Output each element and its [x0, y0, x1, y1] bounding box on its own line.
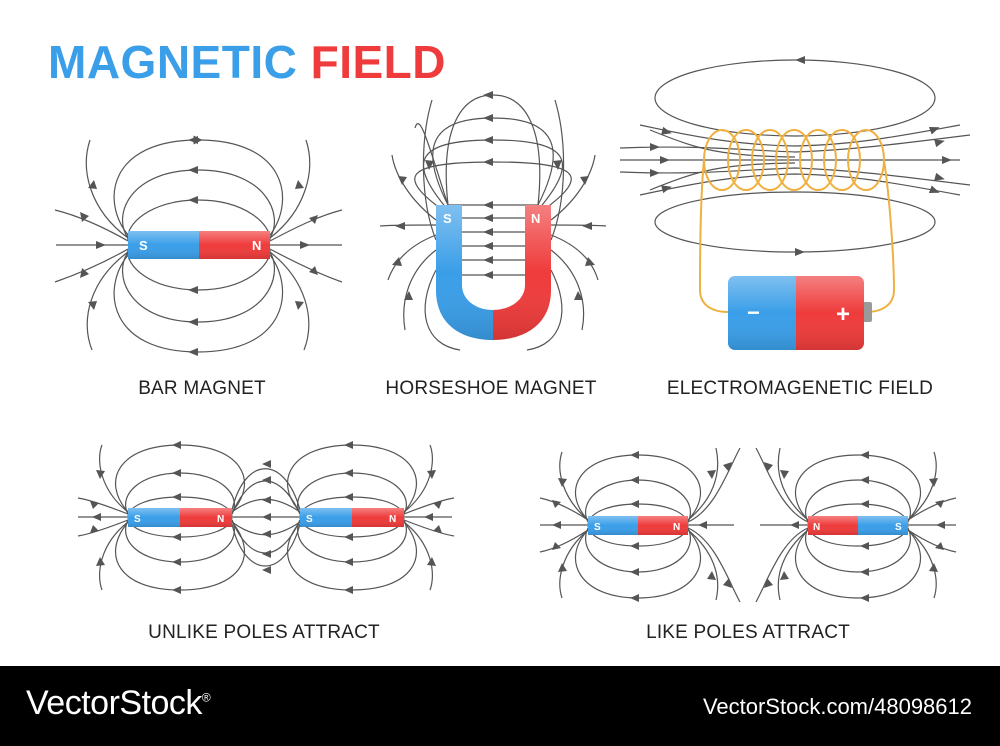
caption-unlike-poles: UNLIKE POLES ATTRACT [148, 622, 380, 643]
illustration-canvas: MAGNETIC FIELD [48, 34, 971, 643]
bar-magnet-arrows [80, 136, 318, 356]
like-poles-diagram: S N N S [539, 447, 957, 603]
unlike-right-north-label: N [389, 514, 396, 525]
footer-brand-logo: VectorStock® [26, 684, 211, 723]
unlike-poles-magnets: S N S N [128, 508, 404, 527]
like-left-north-label: N [673, 522, 680, 533]
bar-magnet-field-lines [54, 135, 343, 353]
title-word-field: FIELD [310, 36, 446, 88]
electromagnet-coil [698, 129, 896, 313]
bar-magnet-south-label: S [139, 238, 148, 253]
like-right-north-label: N [813, 522, 820, 533]
battery: − + [728, 276, 872, 350]
like-left-south-label: S [594, 522, 601, 533]
footer-image-id: VectorStock.com/48098612 [702, 694, 972, 719]
diagram-artwork: S N [54, 56, 971, 603]
bar-magnet-diagram: S N [54, 135, 343, 356]
battery-plus-label: + [836, 301, 850, 328]
caption-like-poles: LIKE POLES ATTRACT [646, 622, 850, 643]
horseshoe-north-label: N [531, 211, 540, 226]
like-right-south-label: S [895, 522, 902, 533]
bar-magnet: S N [128, 231, 270, 259]
horseshoe-magnet: S N [436, 205, 551, 340]
bar-magnet-north-label: N [252, 238, 261, 253]
electromagnet-arrows [650, 56, 952, 256]
horseshoe-magnet-diagram: S N [379, 91, 607, 351]
unlike-poles-arrows [90, 441, 442, 594]
footer-registered-mark: ® [201, 690, 211, 705]
horseshoe-arrows [392, 91, 595, 300]
footer-brand-text: VectorStock [26, 684, 202, 722]
footer-bar: VectorStock® VectorStock.com/48098612 [0, 666, 1000, 746]
like-poles-magnets: S N N S [588, 516, 908, 535]
electromagnet-field-lines [619, 59, 971, 253]
title-word-magnetic: MAGNETIC [48, 36, 298, 88]
horseshoe-south-label: S [443, 211, 452, 226]
unlike-left-north-label: N [217, 514, 224, 525]
unlike-left-south-label: S [134, 514, 141, 525]
caption-horseshoe-magnet: HORSESHOE MAGNET [385, 378, 597, 399]
caption-electromagnetic-field: ELECTROMAGENETIC FIELD [666, 378, 934, 399]
unlike-poles-diagram: S N S N [77, 441, 455, 594]
electromagnetic-diagram: − + [619, 56, 971, 350]
unlike-right-south-label: S [306, 514, 313, 525]
page-title: MAGNETIC FIELD [48, 34, 446, 90]
like-poles-arrows [552, 451, 945, 602]
caption-bar-magnet: BAR MAGNET [138, 378, 266, 399]
battery-minus-label: − [747, 300, 760, 325]
